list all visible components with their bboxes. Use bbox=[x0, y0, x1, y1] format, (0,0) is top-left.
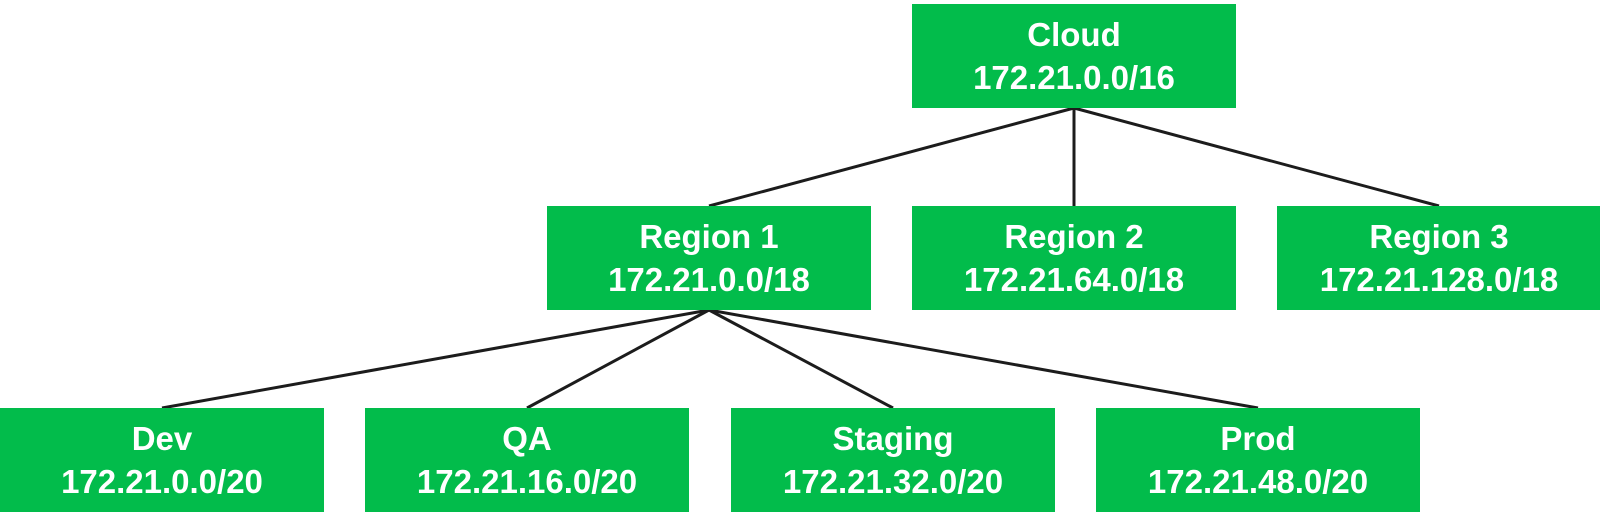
node-cidr: 172.21.32.0/20 bbox=[782, 463, 1004, 500]
connector-region1-prod bbox=[708, 308, 1259, 410]
node-label: Cloud bbox=[1027, 16, 1121, 53]
node-prod: Prod 172.21.48.0/20 bbox=[1096, 408, 1420, 512]
node-cloud: Cloud 172.21.0.0/16 bbox=[912, 4, 1236, 108]
node-region-1: Region 1 172.21.0.0/18 bbox=[547, 206, 871, 310]
node-region-3: Region 3 172.21.128.0/18 bbox=[1277, 206, 1600, 310]
connector-cloud-region3 bbox=[1073, 106, 1440, 208]
node-cidr: 172.21.0.0/18 bbox=[608, 261, 810, 298]
node-label: Region 2 bbox=[1004, 218, 1144, 255]
node-qa: QA 172.21.16.0/20 bbox=[365, 408, 689, 512]
node-dev: Dev 172.21.0.0/20 bbox=[0, 408, 324, 512]
node-label: Region 3 bbox=[1369, 218, 1509, 255]
connector-region1-qa bbox=[526, 308, 710, 410]
node-cidr: 172.21.0.0/20 bbox=[61, 463, 263, 500]
node-label: Staging bbox=[832, 420, 954, 457]
node-label: Dev bbox=[131, 420, 193, 457]
node-label: Prod bbox=[1220, 420, 1296, 457]
node-cidr: 172.21.48.0/20 bbox=[1147, 463, 1369, 500]
node-cidr: 172.21.64.0/18 bbox=[963, 261, 1185, 298]
connector-region1-staging bbox=[708, 308, 894, 410]
connector-region1-dev bbox=[161, 308, 710, 410]
node-cidr: 172.21.16.0/20 bbox=[416, 463, 638, 500]
node-staging: Staging 172.21.32.0/20 bbox=[731, 408, 1055, 512]
node-region-2: Region 2 172.21.64.0/18 bbox=[912, 206, 1236, 310]
node-label: QA bbox=[502, 420, 552, 457]
connector-cloud-region1 bbox=[708, 106, 1075, 208]
node-cidr: 172.21.0.0/16 bbox=[973, 59, 1175, 96]
node-label: Region 1 bbox=[639, 218, 779, 255]
node-cidr: 172.21.128.0/18 bbox=[1319, 261, 1559, 298]
